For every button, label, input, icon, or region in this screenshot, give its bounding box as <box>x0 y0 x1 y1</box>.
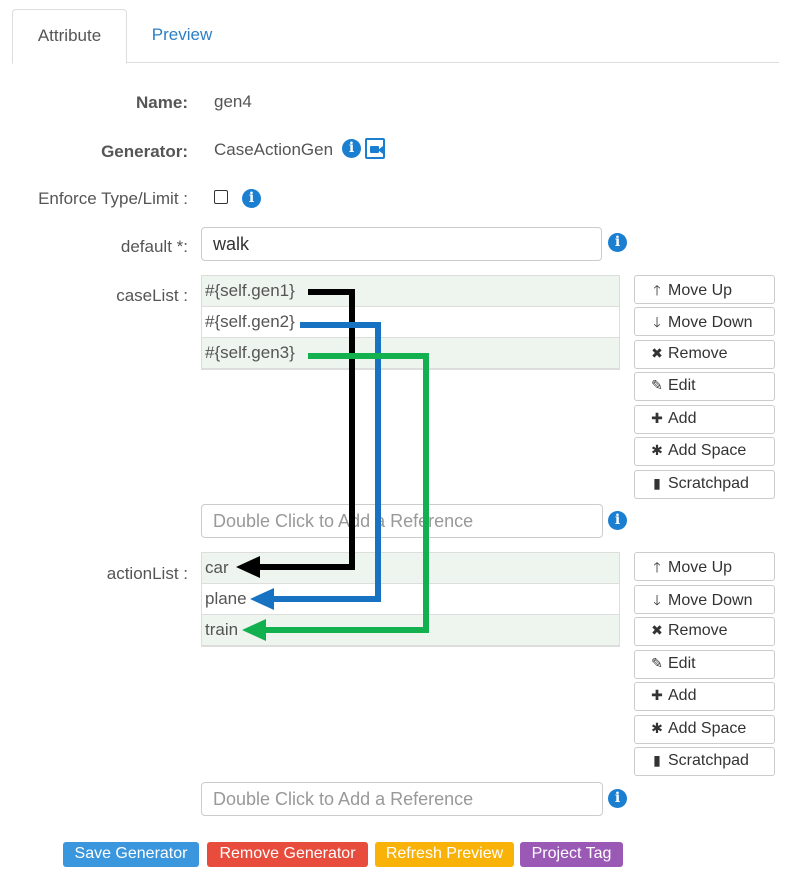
asterisk-icon: ✱ <box>651 442 663 458</box>
info-icon[interactable]: i <box>608 789 627 808</box>
caselist-remove-button[interactable]: ✖Remove <box>634 340 775 369</box>
name-label: Name: <box>136 93 188 112</box>
pencil-icon: ✎ <box>651 655 663 671</box>
default-input[interactable]: walk <box>201 227 602 261</box>
list-item[interactable]: plane <box>202 584 619 615</box>
generator-value: CaseActionGen <box>214 140 334 159</box>
caselist-move-up-button[interactable]: 🡑Move Up <box>634 275 775 304</box>
remove-generator-button[interactable]: Remove Generator <box>207 842 368 867</box>
actionlist-box[interactable]: car plane train <box>201 552 620 647</box>
enforce-type-limit-checkbox[interactable] <box>214 190 228 204</box>
arrow-down-icon: 🡓 <box>653 592 661 608</box>
actionlist-label: actionList : <box>106 564 188 583</box>
times-icon: ✖ <box>651 345 663 361</box>
list-item[interactable]: car <box>202 553 619 584</box>
caselist-add-space-button[interactable]: ✱Add Space <box>634 437 775 466</box>
caselist-edit-button[interactable]: ✎Edit <box>634 372 775 401</box>
info-icon[interactable]: i <box>608 511 627 530</box>
name-value: gen4 <box>214 92 252 111</box>
tab-attribute[interactable]: Attribute <box>12 9 127 64</box>
info-icon[interactable]: i <box>242 189 261 208</box>
arrow-down-icon: 🡓 <box>653 314 661 330</box>
pencil-icon: ✎ <box>651 377 663 393</box>
actionlist-reference-input[interactable]: Double Click to Add a Reference <box>201 782 603 816</box>
actionlist-move-up-button[interactable]: 🡑Move Up <box>634 552 775 581</box>
default-label: default *: <box>120 237 188 256</box>
info-icon[interactable]: i <box>342 139 361 158</box>
tab-bar: Attribute Preview <box>12 9 779 64</box>
plus-icon: ✚ <box>651 410 663 426</box>
actionlist-edit-button[interactable]: ✎Edit <box>634 650 775 679</box>
actionlist-remove-button[interactable]: ✖Remove <box>634 617 775 646</box>
refresh-preview-button[interactable]: Refresh Preview <box>375 842 514 867</box>
arrow-up-icon: 🡑 <box>653 559 661 575</box>
video-icon[interactable] <box>365 138 385 159</box>
caselist-move-down-button[interactable]: 🡓Move Down <box>634 307 775 336</box>
actionlist-add-space-button[interactable]: ✱Add Space <box>634 715 775 744</box>
actionlist-move-down-button[interactable]: 🡓Move Down <box>634 585 775 614</box>
plus-icon: ✚ <box>651 687 663 703</box>
file-icon: ▮ <box>653 475 661 491</box>
caselist-add-button[interactable]: ✚Add <box>634 405 775 434</box>
enforce-type-limit-label: Enforce Type/Limit : <box>38 189 188 208</box>
caselist-box[interactable]: #{self.gen1} #{self.gen2} #{self.gen3} <box>201 275 620 370</box>
list-item[interactable]: train <box>202 615 619 646</box>
caselist-reference-input[interactable]: Double Click to Add a Reference <box>201 504 603 538</box>
actionlist-add-button[interactable]: ✚Add <box>634 682 775 711</box>
file-icon: ▮ <box>653 752 661 768</box>
list-item[interactable]: #{self.gen2} <box>202 307 619 338</box>
caselist-label: caseList : <box>116 286 188 305</box>
info-icon[interactable]: i <box>608 233 627 252</box>
times-icon: ✖ <box>651 622 663 638</box>
list-item[interactable]: #{self.gen1} <box>202 276 619 307</box>
asterisk-icon: ✱ <box>651 720 663 736</box>
tab-preview[interactable]: Preview <box>151 25 213 44</box>
arrow-up-icon: 🡑 <box>653 282 661 298</box>
list-item[interactable]: #{self.gen3} <box>202 338 619 369</box>
generator-label: Generator: <box>101 142 188 161</box>
save-generator-button[interactable]: Save Generator <box>63 842 199 867</box>
actionlist-scratchpad-button[interactable]: ▮Scratchpad <box>634 747 775 776</box>
caselist-scratchpad-button[interactable]: ▮Scratchpad <box>634 470 775 499</box>
project-tag-button[interactable]: Project Tag <box>520 842 623 867</box>
